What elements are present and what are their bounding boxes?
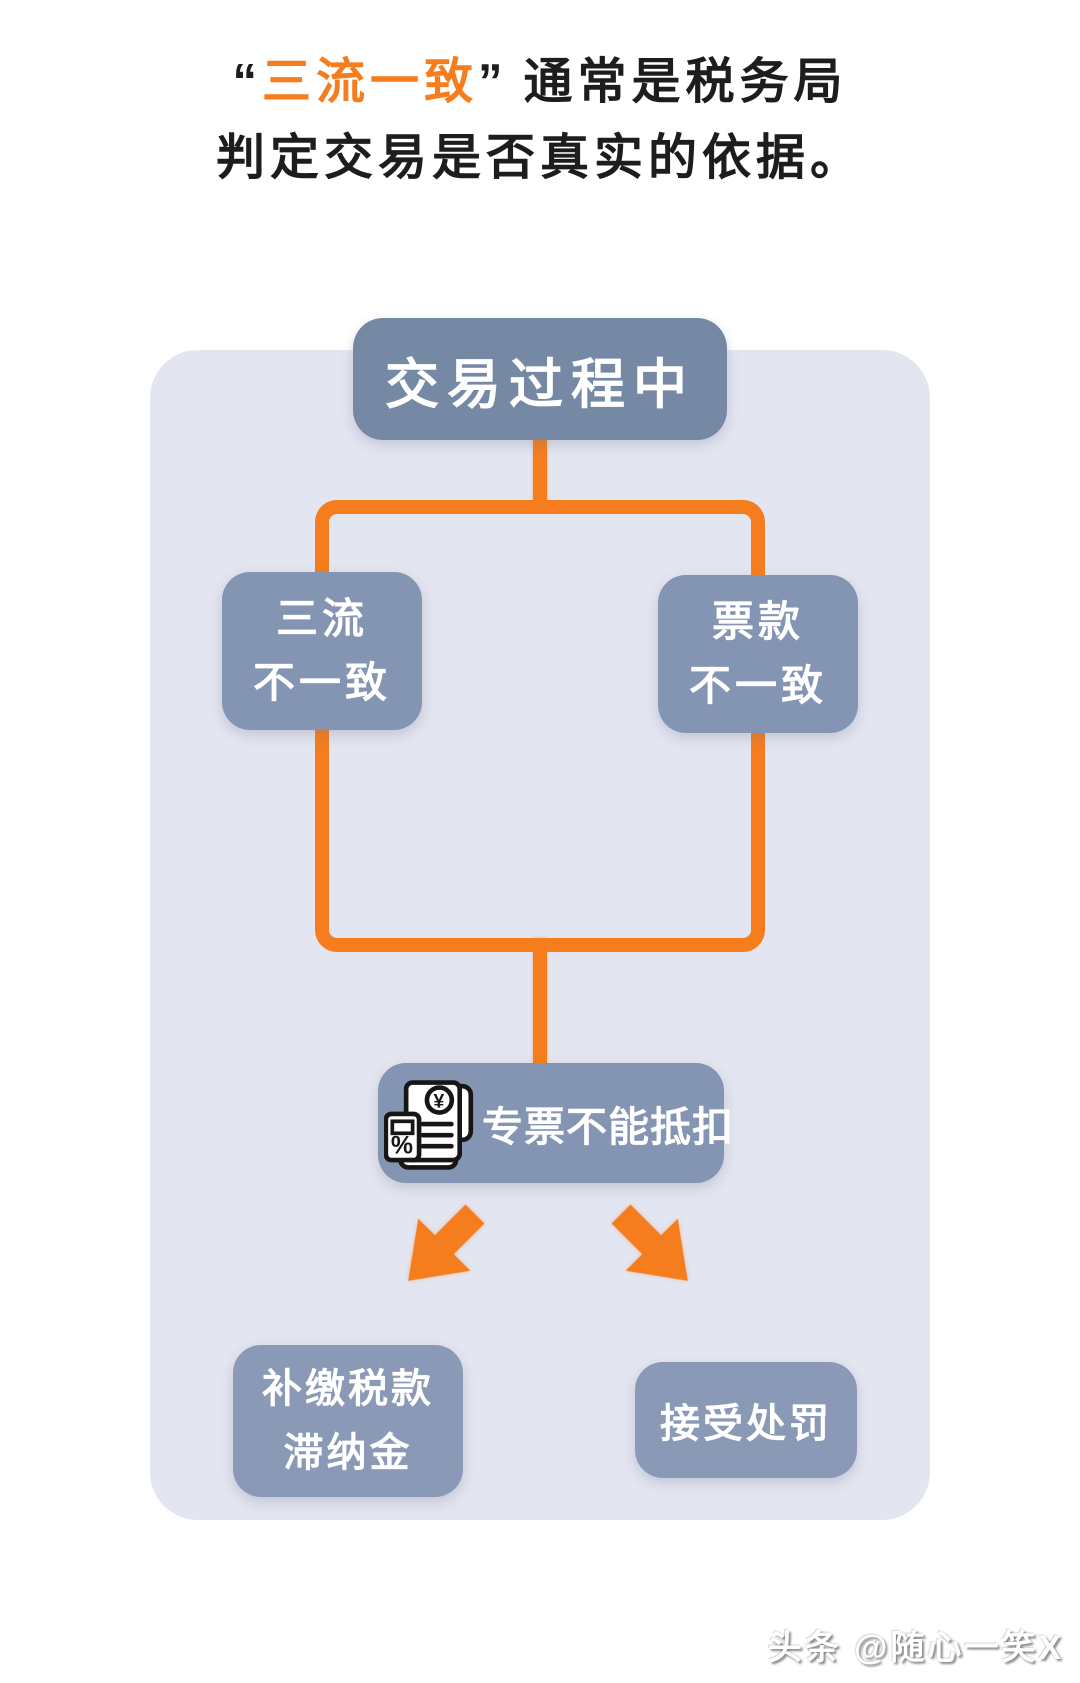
title-line-1-rest: 通常是税务局 [523,55,848,109]
node-no-deduction: ¥ % 专票不能抵扣 [378,1063,733,1183]
watermark: 头条 @随心一笑X [767,1629,1064,1667]
node-accept-punishment: 接受处罚 [635,1362,857,1478]
node-pay-back-taxes-line-2: 滞纳金 [283,1431,413,1475]
title-close-quote: ” [478,55,508,109]
node-pay-back-taxes-line-1: 补缴税款 [262,1367,434,1411]
node-no-deduction-label: 专票不能抵扣 [482,1104,734,1150]
node-three-flows-inconsistent: 三流 不一致 [222,572,422,730]
invoice-calculator-icon: ¥ % [383,1074,480,1176]
flowchart-container [150,350,930,1520]
node-invoice-payment-inconsistent: 票款 不一致 [658,575,858,733]
connector-merge-bracket [315,726,765,952]
title-line-2: 判定交易是否真实的依据。 [215,131,864,185]
node-three-flows-line-2: 不一致 [252,659,391,706]
page-title: “三流一致” 通常是税务局 判定交易是否真实的依据。 [0,44,1080,196]
title-line-1: “三流一致” 通常是税务局 [0,44,1080,120]
arrow-down-left-icon [377,1184,506,1313]
node-invoice-payment-line-1: 票款 [711,598,804,645]
title-highlight: 三流一致 [261,55,478,109]
node-pay-back-taxes: 补缴税款 滞纳金 [233,1345,463,1497]
node-three-flows-line-1: 三流 [275,595,368,642]
node-transaction-process: 交易过程中 [353,318,727,440]
node-accept-punishment-label: 接受处罚 [660,1402,832,1446]
node-transaction-process-label: 交易过程中 [385,354,695,415]
connector-result-stub [533,938,547,1068]
connector-root-stub [533,436,547,510]
icon-currency-symbol: ¥ [434,1090,446,1112]
connector-split-bracket [315,500,765,582]
icon-percent-symbol: % [391,1132,414,1160]
arrow-down-right-icon [591,1184,720,1313]
title-open-quote: “ [232,55,262,109]
node-invoice-payment-line-2: 不一致 [688,662,827,709]
